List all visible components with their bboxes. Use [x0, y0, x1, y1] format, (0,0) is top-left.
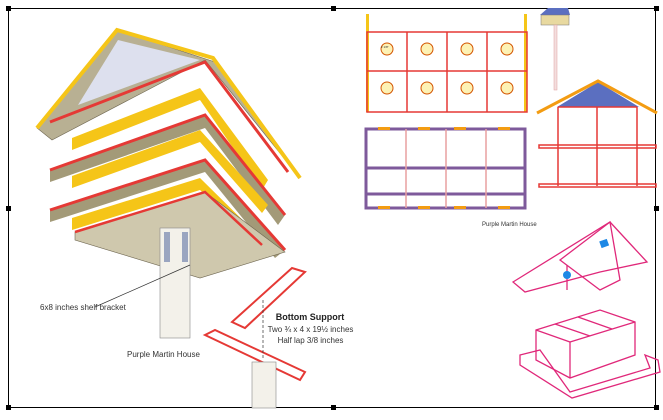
resize-handle-bottom-left[interactable] [6, 405, 11, 410]
support-dimensions: Two ¾ x 4 x 19½ inches [267, 325, 354, 334]
support-title: Bottom Support [275, 312, 345, 322]
house-on-pole-icon [540, 8, 570, 91]
gable-front [78, 40, 200, 105]
resize-handle-top-middle[interactable] [331, 6, 336, 11]
tier-1-edge [49, 60, 290, 173]
isometric-house-drawing [35, 27, 307, 409]
tier-2-edge [49, 113, 287, 216]
tier-3-edge [49, 158, 287, 251]
hole-size-label: 2 1/8" [381, 45, 389, 49]
resize-handle-middle-right[interactable] [654, 206, 659, 211]
roof-edge [35, 27, 302, 180]
resize-handle-bottom-middle[interactable] [331, 405, 336, 410]
post-bottom [251, 361, 277, 409]
tier-1-wall [72, 88, 268, 190]
resize-handle-middle-left[interactable] [6, 206, 11, 211]
isometric-pink-house-drawing [511, 220, 661, 399]
support-half-lap: Half lap 3/8 inches [277, 336, 344, 345]
side-elevation-drawing [536, 79, 658, 188]
shelf-bracket [182, 232, 188, 262]
base-tray-edge [74, 190, 263, 246]
resize-handle-top-left[interactable] [6, 6, 11, 11]
floor-plan-drawing [364, 127, 527, 210]
support-board-upper [230, 266, 307, 330]
resize-handle-bottom-right[interactable] [654, 405, 659, 410]
right-caption: Purple Martin House [482, 222, 537, 228]
front-elevation-drawing [366, 14, 528, 113]
left-caption: Purple Martin House [127, 350, 200, 359]
bracket-label: 6x8 inches shelf bracket [40, 303, 126, 312]
bracket-leader-line [94, 264, 191, 308]
resize-handle-top-right[interactable] [654, 6, 659, 11]
tier-2-wall [72, 130, 268, 213]
shelf-bracket [164, 232, 170, 262]
